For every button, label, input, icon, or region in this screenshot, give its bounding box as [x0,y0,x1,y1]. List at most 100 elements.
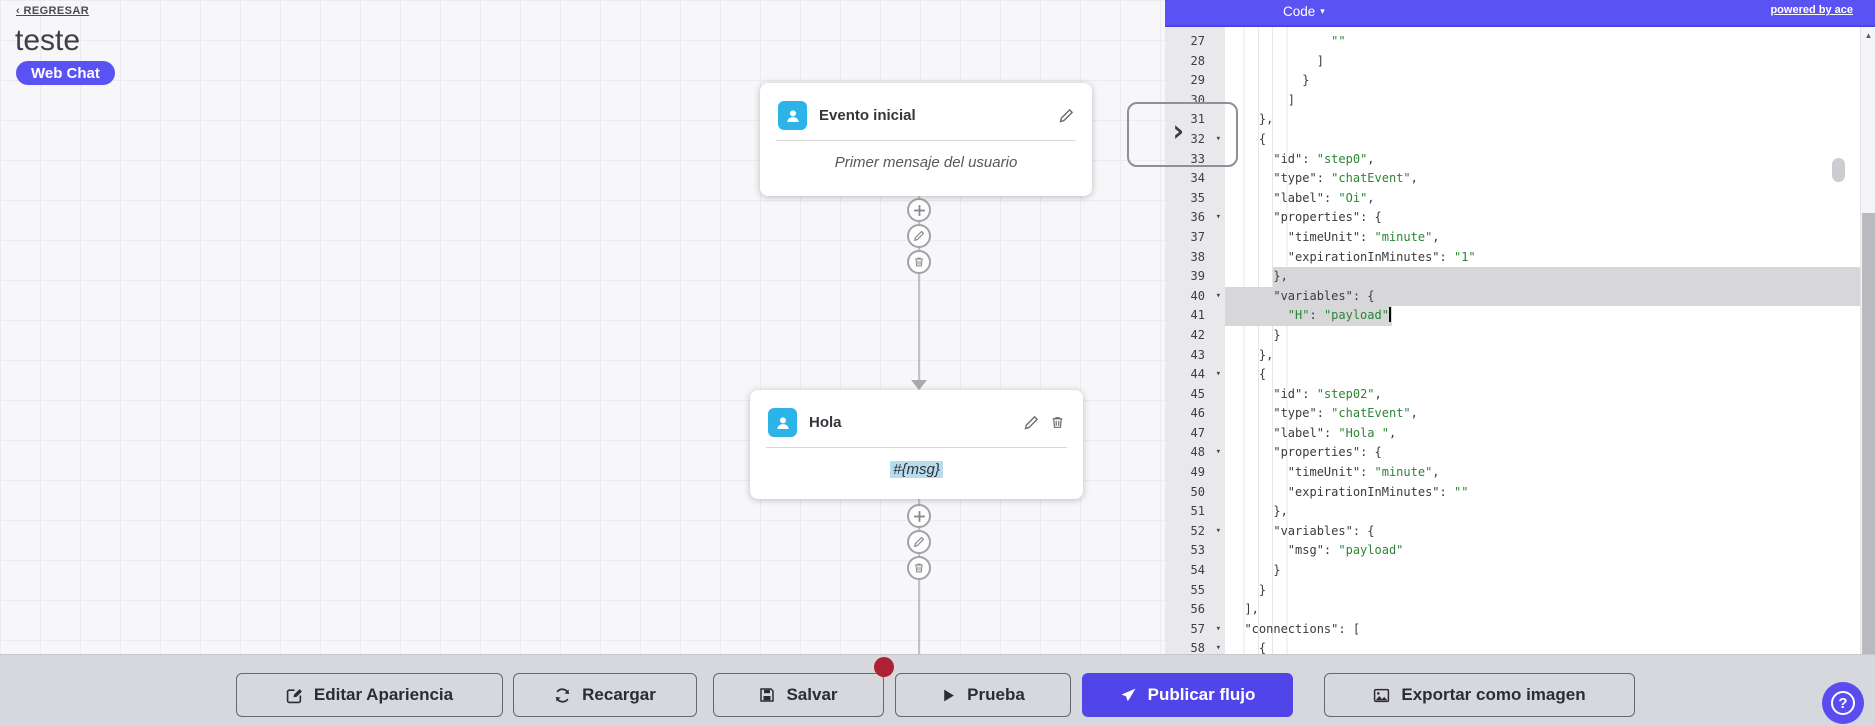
gutter-line-number[interactable]: 31 [1190,112,1205,127]
node-hola[interactable]: Hola #{msg} [750,390,1083,499]
gutter-line-number[interactable]: 33 [1190,151,1205,166]
code-line: } [1230,563,1281,578]
gutter-line-number[interactable]: 57▾ [1165,620,1225,640]
code-menu-dropdown[interactable]: Code▾ [1283,4,1325,19]
fold-arrow-icon[interactable]: ▾ [1215,212,1221,223]
gutter-line-number[interactable]: 35 [1190,190,1205,205]
gutter-line-number[interactable]: 34 [1190,171,1205,186]
fold-arrow-icon[interactable]: ▾ [1215,369,1221,380]
gutter-line-number[interactable]: 58▾ [1165,639,1225,654]
editor-scrollbar-thumb[interactable] [1832,158,1845,182]
gutter-line-number[interactable]: 38 [1190,249,1205,264]
gutter-line-number[interactable]: 56 [1190,602,1205,617]
gutter-line-number[interactable]: 37 [1190,229,1205,244]
code-line: "properties": { [1273,445,1382,460]
edit-appearance-button[interactable]: Editar Apariencia [236,673,503,717]
add-step-button[interactable] [907,198,931,222]
channel-badge: Web Chat [16,61,115,85]
gutter-line-number[interactable]: 53 [1190,543,1205,558]
reload-button[interactable]: Recargar [513,673,697,717]
code-line: } [1230,73,1310,88]
gutter-line-number[interactable]: 48▾ [1165,443,1225,463]
gutter-line-number[interactable]: 49 [1190,465,1205,480]
gutter-line-number[interactable]: 32▾ [1165,130,1225,150]
gutter-line-number[interactable]: 50 [1190,484,1205,499]
page-scrollbar[interactable]: ▲ [1860,27,1875,654]
collapse-code-panel-button[interactable]: › [1127,102,1238,167]
code-panel-header: Code▾ powered by ace [1165,0,1875,27]
scroll-up-arrow-icon[interactable]: ▲ [1864,31,1873,40]
publish-flow-button[interactable]: Publicar flujo [1082,673,1293,717]
gutter-line-number[interactable]: 46 [1190,406,1205,421]
code-lines[interactable]: "" ] } ] }, { "id": "step0", "type": "ch… [1225,27,1860,654]
selection-highlight [1273,267,1860,287]
connector-line-1 [918,196,920,382]
gutter-line-number[interactable]: 54 [1190,563,1205,578]
export-image-button[interactable]: Exportar como imagen [1324,673,1635,717]
code-line: }, [1225,267,1860,287]
fold-arrow-icon[interactable]: ▾ [1215,643,1221,654]
test-button[interactable]: Prueba [895,673,1071,717]
gutter-line-number[interactable]: 45 [1190,386,1205,401]
gutter-line-number[interactable]: 36▾ [1165,208,1225,228]
gutter-line-number[interactable]: 40▾ [1165,287,1225,307]
edit-node-icon[interactable] [1023,415,1039,431]
gutter-line-number[interactable]: 28 [1190,53,1205,68]
user-icon [768,408,797,437]
back-link[interactable]: ‹ REGRESAR [16,5,90,17]
fold-arrow-icon[interactable]: ▾ [1215,525,1221,536]
add-step-button[interactable] [907,504,931,528]
delete-connection-button[interactable] [907,250,931,274]
delete-node-icon[interactable] [1050,415,1065,430]
gutter-line-number[interactable]: 27 [1190,34,1205,48]
code-line: "" [1331,34,1346,48]
delete-connection-button[interactable] [907,556,931,580]
gutter-line-number[interactable]: 47 [1190,425,1205,440]
node-evento-inicial[interactable]: Evento inicial Primer mensaje del usuari… [760,83,1092,196]
text-cursor [1388,306,1391,322]
gutter-line-number[interactable]: 41 [1190,308,1205,323]
selection-highlight [1225,306,1392,326]
flow-title: teste [15,24,81,57]
edit-node-icon[interactable] [1058,108,1074,124]
code-line: "timeUnit": "minute", [1287,465,1440,480]
code-line: "msg": "payload" [1287,543,1404,558]
node-title: Evento inicial [819,107,916,124]
image-icon [1374,688,1390,702]
fold-arrow-icon[interactable]: ▾ [1215,290,1221,301]
gutter-line-number[interactable]: 52▾ [1165,522,1225,542]
gutter-line-number[interactable]: 55 [1190,582,1205,597]
save-button[interactable]: Salvar [713,673,884,717]
edit-connection-button[interactable] [907,224,931,248]
connector-arrowhead [911,380,927,390]
edit-connection-button[interactable] [907,530,931,554]
refresh-icon [555,687,570,703]
flow-canvas[interactable]: ‹ REGRESAR teste Web Chat [0,0,1165,654]
gutter-line-number[interactable]: 39 [1190,269,1205,284]
fold-arrow-icon[interactable]: ▾ [1215,133,1221,144]
code-line: "variables": { [1273,523,1375,538]
node-divider [766,447,1067,448]
fold-arrow-icon[interactable]: ▾ [1215,623,1221,634]
send-icon [1121,688,1136,701]
code-line: "id": "step02", [1273,386,1382,401]
code-line: "properties": { [1273,210,1382,225]
code-line: { [1230,641,1267,654]
gutter-line-number[interactable]: 44▾ [1165,365,1225,385]
edit-square-icon [286,688,302,703]
gutter-line-number[interactable]: 51 [1190,504,1205,519]
gutter-line-number[interactable]: 43 [1190,347,1205,362]
powered-by-ace-link[interactable]: powered by ace [1770,4,1853,16]
page-scrollbar-thumb[interactable] [1862,213,1875,654]
selection-highlight [1225,286,1860,307]
fold-arrow-icon[interactable]: ▾ [1215,447,1221,458]
help-button[interactable]: ? [1822,682,1864,724]
node-divider [776,140,1076,141]
code-line: ] [1230,53,1324,68]
gutter-line-number[interactable]: 42 [1190,327,1205,342]
gutter-line-number[interactable]: 29 [1190,73,1205,88]
plus-icon [913,204,925,216]
trash-icon [915,257,923,267]
